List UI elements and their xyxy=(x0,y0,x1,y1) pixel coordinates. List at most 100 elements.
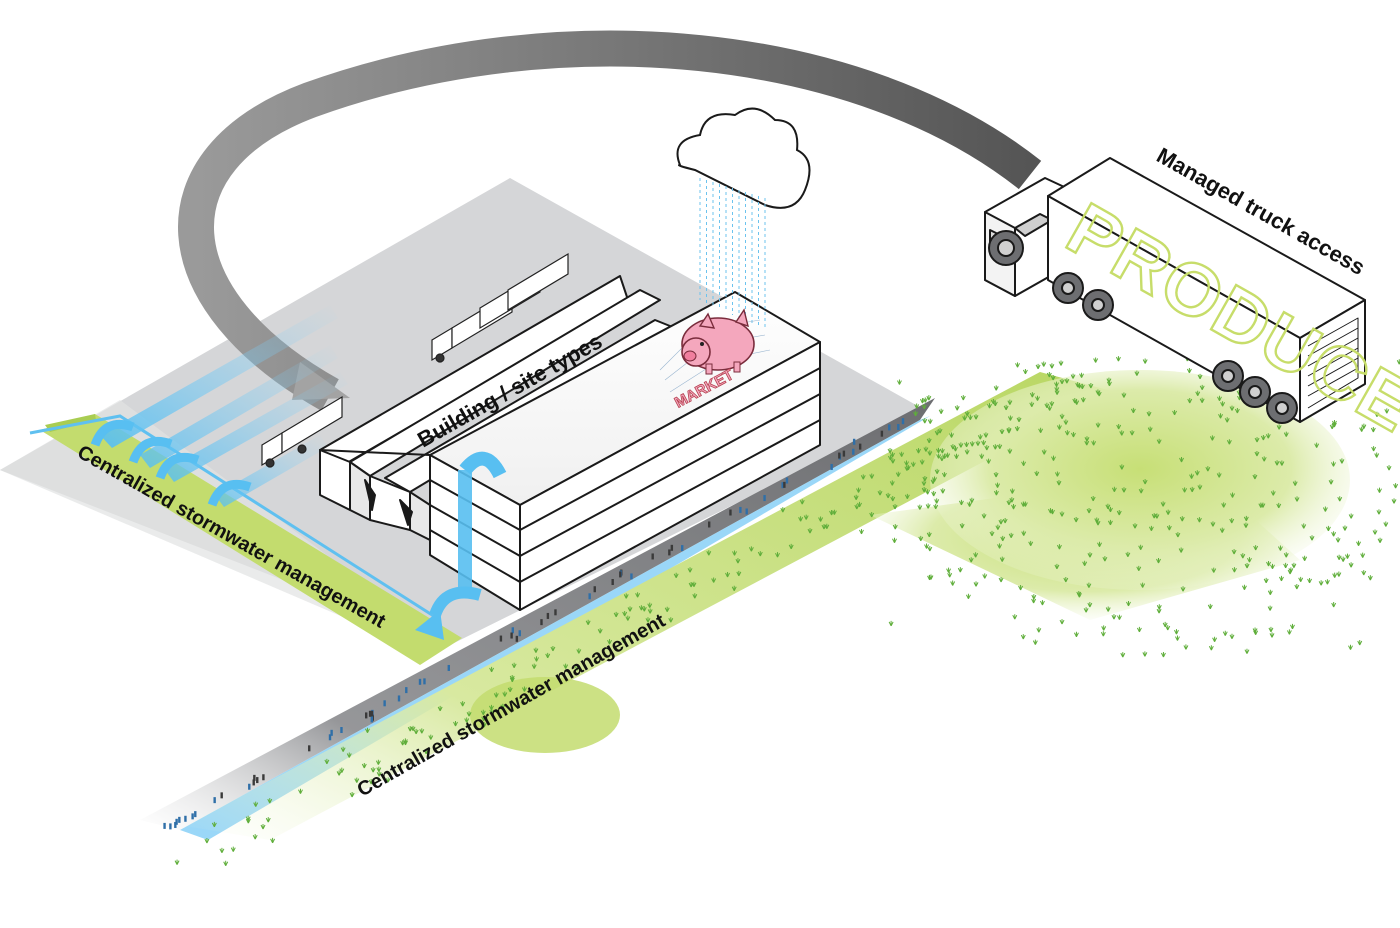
grass-tuft-icon xyxy=(1072,397,1078,404)
grass-tuft-icon xyxy=(1082,560,1088,566)
grass-tuft-icon xyxy=(1182,487,1188,493)
grass-tuft-icon xyxy=(899,451,905,457)
grass-tuft-icon xyxy=(1241,584,1247,590)
grass-tuft-icon xyxy=(936,453,942,459)
grass-tuft-icon xyxy=(627,606,633,612)
grass-tuft-icon xyxy=(1003,404,1009,411)
grass-tuft-icon xyxy=(622,610,628,617)
delivery-truck-icon xyxy=(261,252,569,468)
grass-tuft-icon xyxy=(921,403,927,410)
grass-tuft-icon xyxy=(904,460,909,466)
pedestrian-icon xyxy=(252,779,255,786)
grass-tuft-icon xyxy=(521,686,527,692)
grass-tuft-icon xyxy=(1119,464,1125,470)
grass-tuft-icon xyxy=(1231,549,1237,555)
grass-tuft-icon xyxy=(916,448,921,454)
grass-tuft-icon xyxy=(1279,575,1284,582)
pedestrian-icon xyxy=(370,716,373,723)
stormwater-strip-left xyxy=(29,414,462,665)
grass-tuft-icon xyxy=(946,567,952,573)
grass-tuft-icon xyxy=(1254,450,1260,457)
grass-tuft-icon xyxy=(480,709,486,716)
grass-tuft-icon xyxy=(1079,372,1085,378)
grass-tuft-icon xyxy=(1294,584,1300,590)
grass-tuft-icon xyxy=(1073,631,1079,637)
pedestrian-icon xyxy=(184,815,187,822)
grass-tuft-icon xyxy=(914,403,920,409)
grass-tuft-icon xyxy=(958,499,964,506)
grass-tuft-icon xyxy=(1049,363,1055,369)
grass-tuft-icon xyxy=(1199,397,1205,403)
grass-tuft-icon xyxy=(1244,563,1250,569)
grass-tuft-icon xyxy=(1156,558,1161,564)
grass-tuft-icon xyxy=(1132,523,1138,529)
grass-tuft-icon xyxy=(1094,517,1100,523)
grass-tuft-icon xyxy=(1336,571,1342,577)
pedestrian-icon xyxy=(370,710,374,717)
grass-tuft-icon xyxy=(803,514,809,520)
grass-tuft-icon xyxy=(687,567,693,573)
grass-tuft-icon xyxy=(1240,553,1246,559)
grass-tuft-icon xyxy=(1374,452,1380,458)
downspout-arrow-icon xyxy=(415,451,507,640)
grass-tuft-icon xyxy=(1348,562,1354,568)
grass-tuft-icon xyxy=(923,446,929,452)
grass-tuft-icon xyxy=(1130,407,1136,414)
grass-tuft-icon xyxy=(1087,602,1093,608)
pedestrian-icon xyxy=(340,727,343,734)
grass-tuft-icon xyxy=(889,480,895,486)
grass-tuft-icon xyxy=(1021,460,1027,467)
grass-tuft-icon xyxy=(922,476,928,482)
pedestrian-icon xyxy=(540,619,543,626)
grass-tuft-icon xyxy=(533,647,539,653)
water-arrow-icon xyxy=(90,419,252,507)
grass-tuft-icon xyxy=(968,557,974,563)
grass-tuft-icon xyxy=(928,574,934,580)
grass-tuft-icon xyxy=(1212,636,1218,642)
pedestrian-icon xyxy=(630,573,633,580)
grass-tuft-icon xyxy=(230,846,236,852)
grass-tuft-icon xyxy=(973,581,979,587)
grass-tuft-icon xyxy=(1252,627,1258,633)
grass-tuft-icon xyxy=(545,652,551,659)
pedestrian-icon xyxy=(554,609,557,616)
grass-tuft-icon xyxy=(385,777,391,783)
grass-tuft-icon xyxy=(989,530,995,537)
grass-tuft-icon xyxy=(1230,492,1235,498)
grass-tuft-icon xyxy=(1205,466,1211,472)
grass-tuft-icon xyxy=(934,468,940,475)
pedestrian-icon xyxy=(729,509,732,516)
grass-tuft-icon xyxy=(481,722,487,728)
grass-tuft-icon xyxy=(253,801,259,807)
grass-tuft-icon xyxy=(1009,488,1015,494)
grass-tuft-icon xyxy=(885,492,891,499)
grass-tuft-icon xyxy=(1088,383,1094,389)
grass-tuft-icon xyxy=(1290,623,1295,630)
grass-tuft-icon xyxy=(1361,423,1367,429)
grass-tuft-icon xyxy=(324,758,330,765)
grass-tuft-icon xyxy=(1116,423,1122,430)
grass-tuft-icon xyxy=(921,487,927,493)
grass-tuft-icon xyxy=(1324,579,1330,585)
grass-tuft-icon xyxy=(1335,537,1341,543)
pedestrian-icon xyxy=(163,822,166,829)
grass-tuft-icon xyxy=(1165,509,1171,515)
grass-tuft-icon xyxy=(204,838,210,844)
pedestrian-icon xyxy=(852,438,856,445)
pedestrian-icon xyxy=(510,632,513,639)
market-building xyxy=(319,275,821,611)
grass-tuft-icon xyxy=(464,717,470,723)
grass-tuft-icon xyxy=(892,504,898,510)
grass-tuft-icon xyxy=(998,519,1004,525)
grass-tuft-icon xyxy=(1136,626,1142,633)
grass-tuft-icon xyxy=(977,434,983,440)
grass-tuft-icon xyxy=(1108,506,1113,513)
grass-tuft-icon xyxy=(375,759,381,765)
grass-tuft-icon xyxy=(402,738,408,744)
grass-tuft-icon xyxy=(534,656,539,662)
grass-tuft-icon xyxy=(995,524,1001,530)
grass-tuft-icon xyxy=(1006,427,1012,433)
grass-tuft-icon xyxy=(919,459,925,465)
grass-tuft-icon xyxy=(1331,602,1337,608)
grass-tuft-icon xyxy=(365,727,370,733)
